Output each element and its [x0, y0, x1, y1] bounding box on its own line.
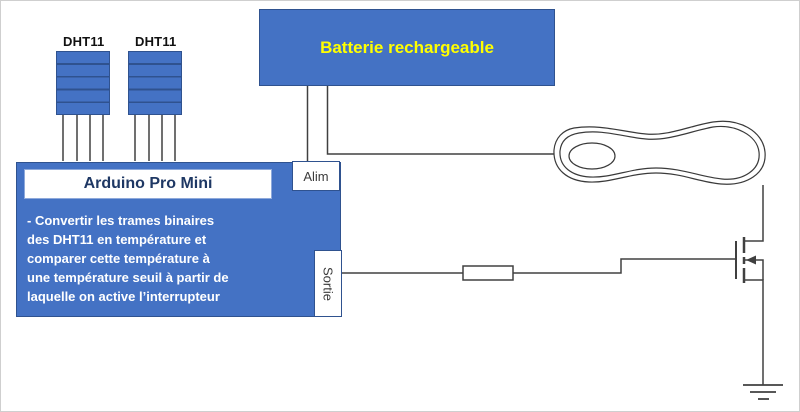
- source-wire: [744, 279, 764, 385]
- arduino-box: Arduino Pro Mini - Convertir les trames …: [16, 162, 341, 317]
- sortie-port: Sortie: [314, 250, 342, 317]
- dht11-label: DHT11: [135, 34, 177, 49]
- dht11-pins: [62, 115, 104, 161]
- mosfet-arrow: [746, 255, 756, 265]
- battery-box: Batterie rechargeable: [259, 9, 555, 86]
- mosfet-symbol: [735, 237, 764, 283]
- arduino-title: Arduino Pro Mini: [24, 169, 272, 199]
- insole-shape: [553, 120, 766, 185]
- arduino-description: - Convertir les trames binaires des DHT1…: [27, 213, 229, 304]
- alim-port: Alim: [292, 161, 340, 191]
- resistor-symbol: [462, 265, 514, 281]
- battery-label: Batterie rechargeable: [320, 37, 494, 57]
- alim-label: Alim: [303, 168, 329, 184]
- gate-wire: [513, 258, 736, 274]
- dht11-sensor: [56, 51, 110, 115]
- dht11-sensor: [128, 51, 182, 115]
- dht11-label: DHT11: [63, 34, 105, 49]
- drain-wire: [744, 185, 764, 242]
- dht11-pins: [134, 115, 176, 161]
- battery-to-insole-wire: [326, 86, 557, 155]
- ground-symbol: [743, 384, 783, 400]
- sortie-label: Sortie: [320, 266, 336, 301]
- wire: [62, 86, 764, 385]
